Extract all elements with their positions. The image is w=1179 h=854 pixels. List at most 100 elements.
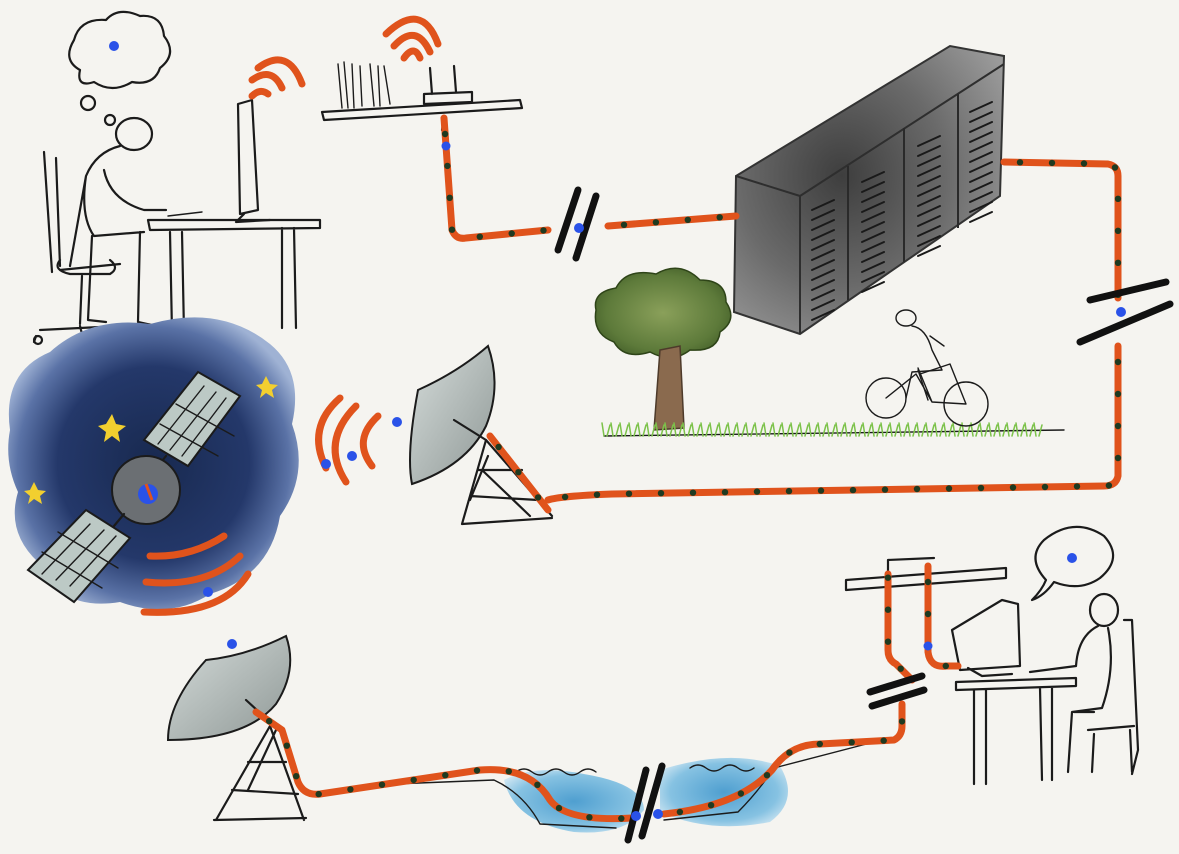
cable-node [315,790,322,798]
cable-node [942,662,949,670]
cable-node [586,814,593,821]
cable-node [473,767,481,774]
tree-icon [594,267,1065,437]
cyclist-icon [865,309,989,427]
packet-dot [1116,307,1126,317]
packet-dot [109,41,119,51]
cable-node [555,804,563,812]
cable-node [1111,164,1119,171]
cable-node [540,227,547,234]
cable-nodes [266,130,1122,822]
satellite-icon [24,370,278,604]
cable-node [1016,159,1024,166]
cable-node [495,443,502,451]
cable-node [444,162,451,170]
cable-node [266,717,273,725]
cable-node [1009,484,1017,491]
cable-node [515,469,522,476]
cable-node [676,808,684,816]
packet-dot [653,809,663,819]
cable-node [593,491,601,498]
cable-node [1048,159,1056,167]
cable-node [618,815,625,822]
cable-node [913,485,921,493]
packet-dot [321,459,331,469]
signal-waves-space-down [140,532,252,616]
cable-break-icon [866,672,928,710]
cable-node [689,489,697,496]
cable-break-icon [624,762,666,844]
cable-node [684,216,691,223]
cable-node [1114,454,1122,462]
cable-node [924,610,932,618]
cable-node [293,773,300,780]
cable-node [410,776,417,784]
cable-node [378,781,386,788]
cable-node [763,772,771,779]
packet-dot [347,451,357,461]
cable-node [347,786,354,793]
cable-node [1105,482,1113,489]
cable-node [620,221,628,228]
cable-node [657,490,665,497]
packet-dot [1067,553,1077,563]
cable-node [880,737,887,744]
packet-dot [441,141,451,151]
cable-node [1080,160,1088,167]
cable-node [1114,259,1122,266]
cable-node [884,606,892,613]
cable-node [442,772,449,779]
cable-node [753,488,761,495]
cable-node [1073,483,1081,490]
cable-node [707,802,715,809]
cable-node [785,487,793,495]
cable-node [884,638,892,645]
cable-node [476,233,483,240]
cable-node [977,484,985,492]
cable-node [446,194,453,201]
cable-node [884,574,892,581]
cable-node [817,487,825,494]
cable-node [534,494,542,501]
cable-node [508,230,515,237]
cable-node [1114,227,1122,234]
cable-break-icon [1076,278,1174,346]
cable-node [737,790,745,797]
packet-dot [631,811,641,821]
packet-dot [574,223,584,233]
cable-node [448,226,456,233]
cable-node [1114,358,1122,366]
packet-dots [203,141,1126,821]
cable-node [625,490,633,497]
signal-waves-space-up [315,394,382,486]
cable-node [652,219,660,226]
cable-node [1114,195,1122,202]
speech-bubble-icon [1030,525,1115,602]
cable-node [897,665,904,672]
cable-node [945,485,953,492]
wifi-router-icon [320,15,524,132]
datacenter-server-icon [732,44,1006,336]
packet-dot [227,639,237,649]
cable-node [1114,422,1122,430]
cable-node [848,739,855,746]
cable-node [721,489,729,496]
cable-node [534,781,541,788]
wifi-waves-left [248,56,306,100]
cable-node [441,130,449,138]
cable-node [1041,483,1049,491]
cable-node [924,578,932,586]
satellite-dish-icon [166,634,308,822]
cable-node [816,740,823,748]
packet-dot [392,417,402,427]
thought-bubble-icon [68,10,172,127]
cable-break-icon [554,186,600,262]
cable-node [881,486,889,493]
network-cables [252,114,1122,823]
cable-node [505,768,512,775]
cable-node [1114,390,1122,398]
packet-dot [203,587,213,597]
cable-node [716,214,723,221]
